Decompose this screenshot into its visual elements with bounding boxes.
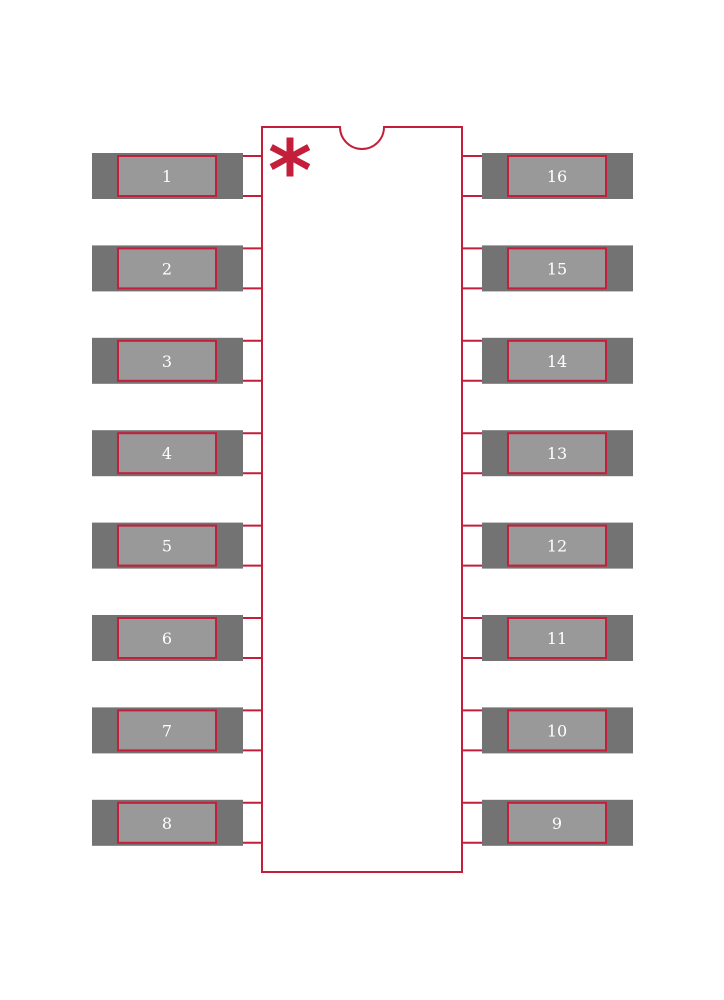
pad-7-lead	[117, 709, 217, 752]
pad-13-lead	[507, 432, 607, 475]
right-pin-13: 13	[462, 430, 633, 477]
pin-number-12: 12	[547, 537, 567, 556]
pad-3-lead	[117, 339, 217, 382]
pad-5-lead	[117, 524, 217, 567]
right-pin-15: 15	[462, 245, 633, 292]
right-pin-14: 14	[462, 337, 633, 384]
pin-number-16: 16	[547, 167, 567, 186]
pin-number-3: 3	[162, 352, 172, 371]
left-pin-2: 2	[92, 245, 262, 292]
left-pin-4: 4	[92, 430, 262, 477]
pin-number-1: 1	[162, 167, 172, 186]
left-pin-3: 3	[92, 337, 262, 384]
pin-number-13: 13	[547, 444, 567, 463]
pad-12-lead	[507, 524, 607, 567]
left-pin-5: 5	[92, 522, 262, 569]
pin-number-2: 2	[162, 259, 172, 278]
pad-15-lead	[507, 247, 607, 290]
right-pin-10: 10	[462, 707, 633, 754]
pin-number-9: 9	[552, 814, 562, 833]
pad-14-lead	[507, 339, 607, 382]
pin-number-15: 15	[547, 259, 567, 278]
right-pin-9: 9	[462, 799, 633, 846]
pin-number-8: 8	[162, 814, 172, 833]
pin-number-6: 6	[162, 629, 172, 648]
pin-number-4: 4	[162, 444, 172, 463]
pin-number-11: 11	[547, 629, 567, 648]
ic-body-outline	[261, 126, 463, 873]
pad-6-lead	[117, 617, 217, 659]
left-pin-7: 7	[92, 707, 262, 754]
pad-1-lead	[117, 155, 217, 197]
pad-2-lead	[117, 247, 217, 290]
pin-number-14: 14	[547, 352, 567, 371]
pad-10-lead	[507, 709, 607, 752]
pin-number-5: 5	[162, 537, 172, 556]
left-pin-6: 6	[92, 615, 262, 661]
pin1-marker: *	[268, 122, 312, 220]
pad-4-lead	[117, 432, 217, 475]
ic-body: *	[261, 122, 463, 873]
pad-8-lead	[117, 801, 217, 844]
right-pin-12: 12	[462, 522, 633, 569]
left-pin-8: 8	[92, 799, 262, 846]
pin-number-7: 7	[162, 721, 172, 740]
left-pin-1: 1	[92, 153, 262, 199]
pad-9-lead	[507, 801, 607, 844]
right-pin-11: 11	[462, 615, 633, 661]
pad-11-lead	[507, 617, 607, 659]
pin-number-10: 10	[547, 721, 567, 740]
pad-16-lead	[507, 155, 607, 197]
right-pin-16: 16	[462, 153, 633, 199]
